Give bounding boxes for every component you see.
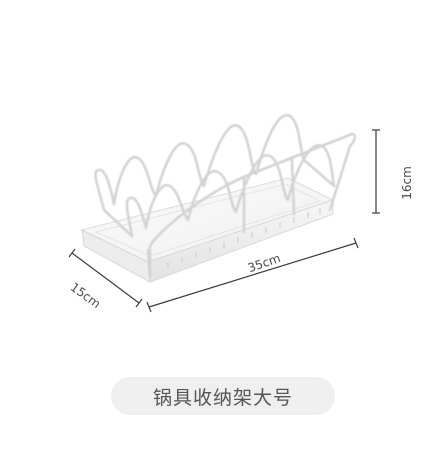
width-dimension-line bbox=[148, 242, 357, 308]
tray-base bbox=[80, 177, 335, 283]
product-caption-pill: 锅具收纳架大号 bbox=[111, 377, 335, 415]
depth-dimension-line bbox=[71, 252, 140, 304]
height-label: 16cm bbox=[399, 166, 414, 200]
product-caption-text: 锅具收纳架大号 bbox=[152, 386, 293, 409]
dimension-lines bbox=[68, 129, 380, 313]
wire-rack bbox=[94, 113, 357, 278]
